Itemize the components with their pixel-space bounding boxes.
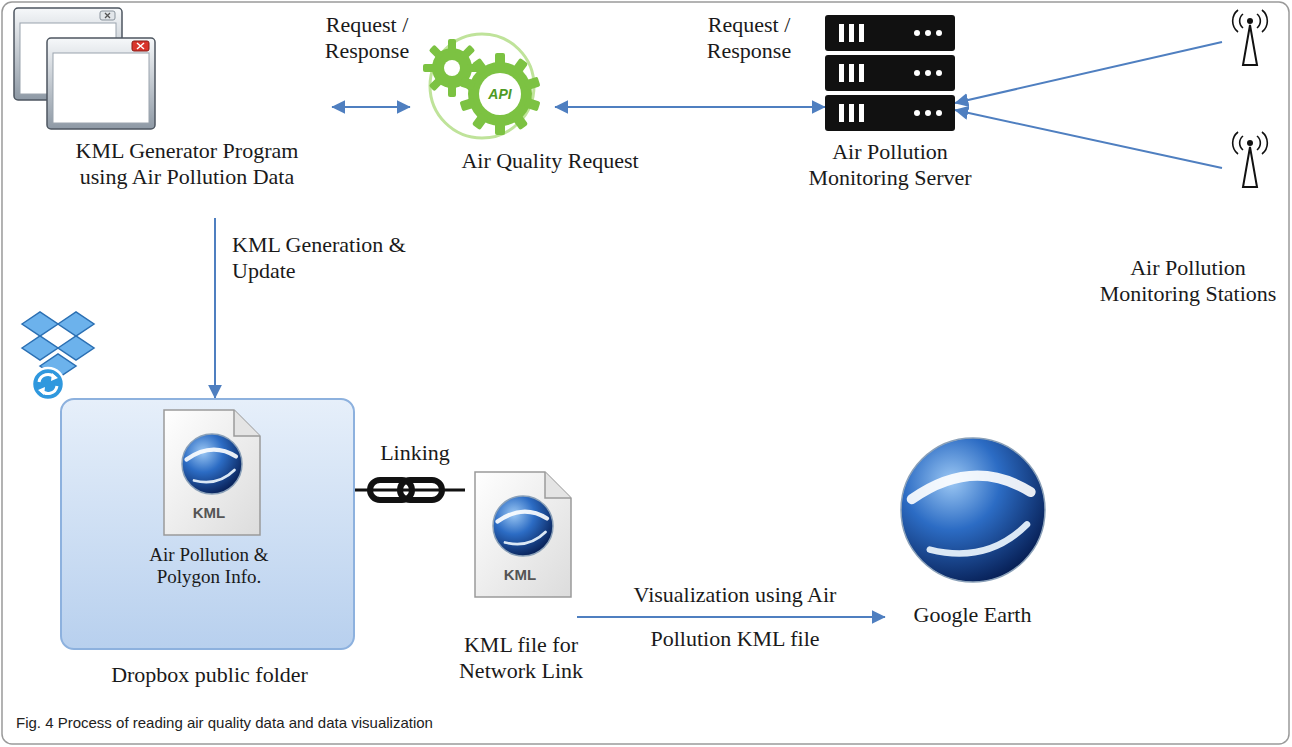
icon-node: KML Generator Program using Air Pollutio…: [12, 6, 332, 218]
google-earth-globe: [893, 432, 1053, 592]
flow-arrow: [355, 489, 465, 492]
flow-arrow: [955, 42, 1222, 103]
api-caption: Air Quality Request: [420, 148, 680, 174]
flow-arrow: [555, 106, 825, 108]
api-gear-icon: [410, 30, 555, 140]
flow-arrow: [955, 110, 1222, 168]
icon-node: Google Earth: [885, 432, 1060, 642]
flow-arrow: [214, 218, 216, 398]
icon-node: KMLKML file for Network Link: [465, 470, 577, 627]
folder-box: Dropbox public folderKMLAir Pollution & …: [60, 398, 355, 650]
edge-label: Visualization using Air Pollution KML fi…: [618, 573, 853, 661]
google-earth-caption: Google Earth: [885, 602, 1060, 628]
icon-node: APIAir Quality Request: [410, 30, 555, 142]
file-type-label: KML: [465, 566, 575, 584]
program-caption: KML Generator Program using Air Pollutio…: [52, 138, 322, 190]
kml-file-icon: [154, 408, 264, 542]
icon-node: Air Pollution Monitoring Stations: [1222, 5, 1278, 190]
server-caption: Air Pollution Monitoring Server: [797, 139, 983, 191]
edge-label: Request / Response: [308, 12, 426, 64]
flow-arrow: [577, 616, 885, 618]
file-type-label: KML: [154, 504, 264, 522]
dropbox-logo: [10, 302, 110, 406]
icon-node: Air Pollution Monitoring Server: [825, 15, 955, 133]
edge-label: Linking: [360, 440, 470, 466]
dropbox-logo: [10, 302, 110, 402]
server-rack-icon: [825, 15, 955, 137]
flow-arrow: [332, 106, 410, 108]
server-rack-icon: [825, 15, 955, 133]
antenna-icon: [1222, 5, 1278, 190]
antenna-icon: [1222, 5, 1278, 194]
api-gear-icon: [410, 30, 555, 144]
edge-label: Request / Response: [690, 12, 808, 64]
window-icon: [12, 6, 157, 131]
edge-label: KML Generation & Update: [232, 232, 447, 284]
folder-caption: Dropbox public folder: [62, 662, 357, 688]
stations-caption: Air Pollution Monitoring Stations: [1090, 255, 1286, 307]
icon-node: KML Air Pollution & Polygon Info.: [124, 408, 294, 594]
google-earth-globe: [893, 432, 1053, 596]
kml-file-icon: [465, 470, 575, 604]
file-content-label: Air Pollution & Polygon Info.: [124, 544, 294, 588]
network-link-caption: KML file for Network Link: [443, 632, 599, 684]
figure-caption: Fig. 4 Process of reading air quality da…: [16, 713, 433, 733]
window-icon: [12, 6, 157, 135]
api-mark: API: [480, 86, 520, 102]
